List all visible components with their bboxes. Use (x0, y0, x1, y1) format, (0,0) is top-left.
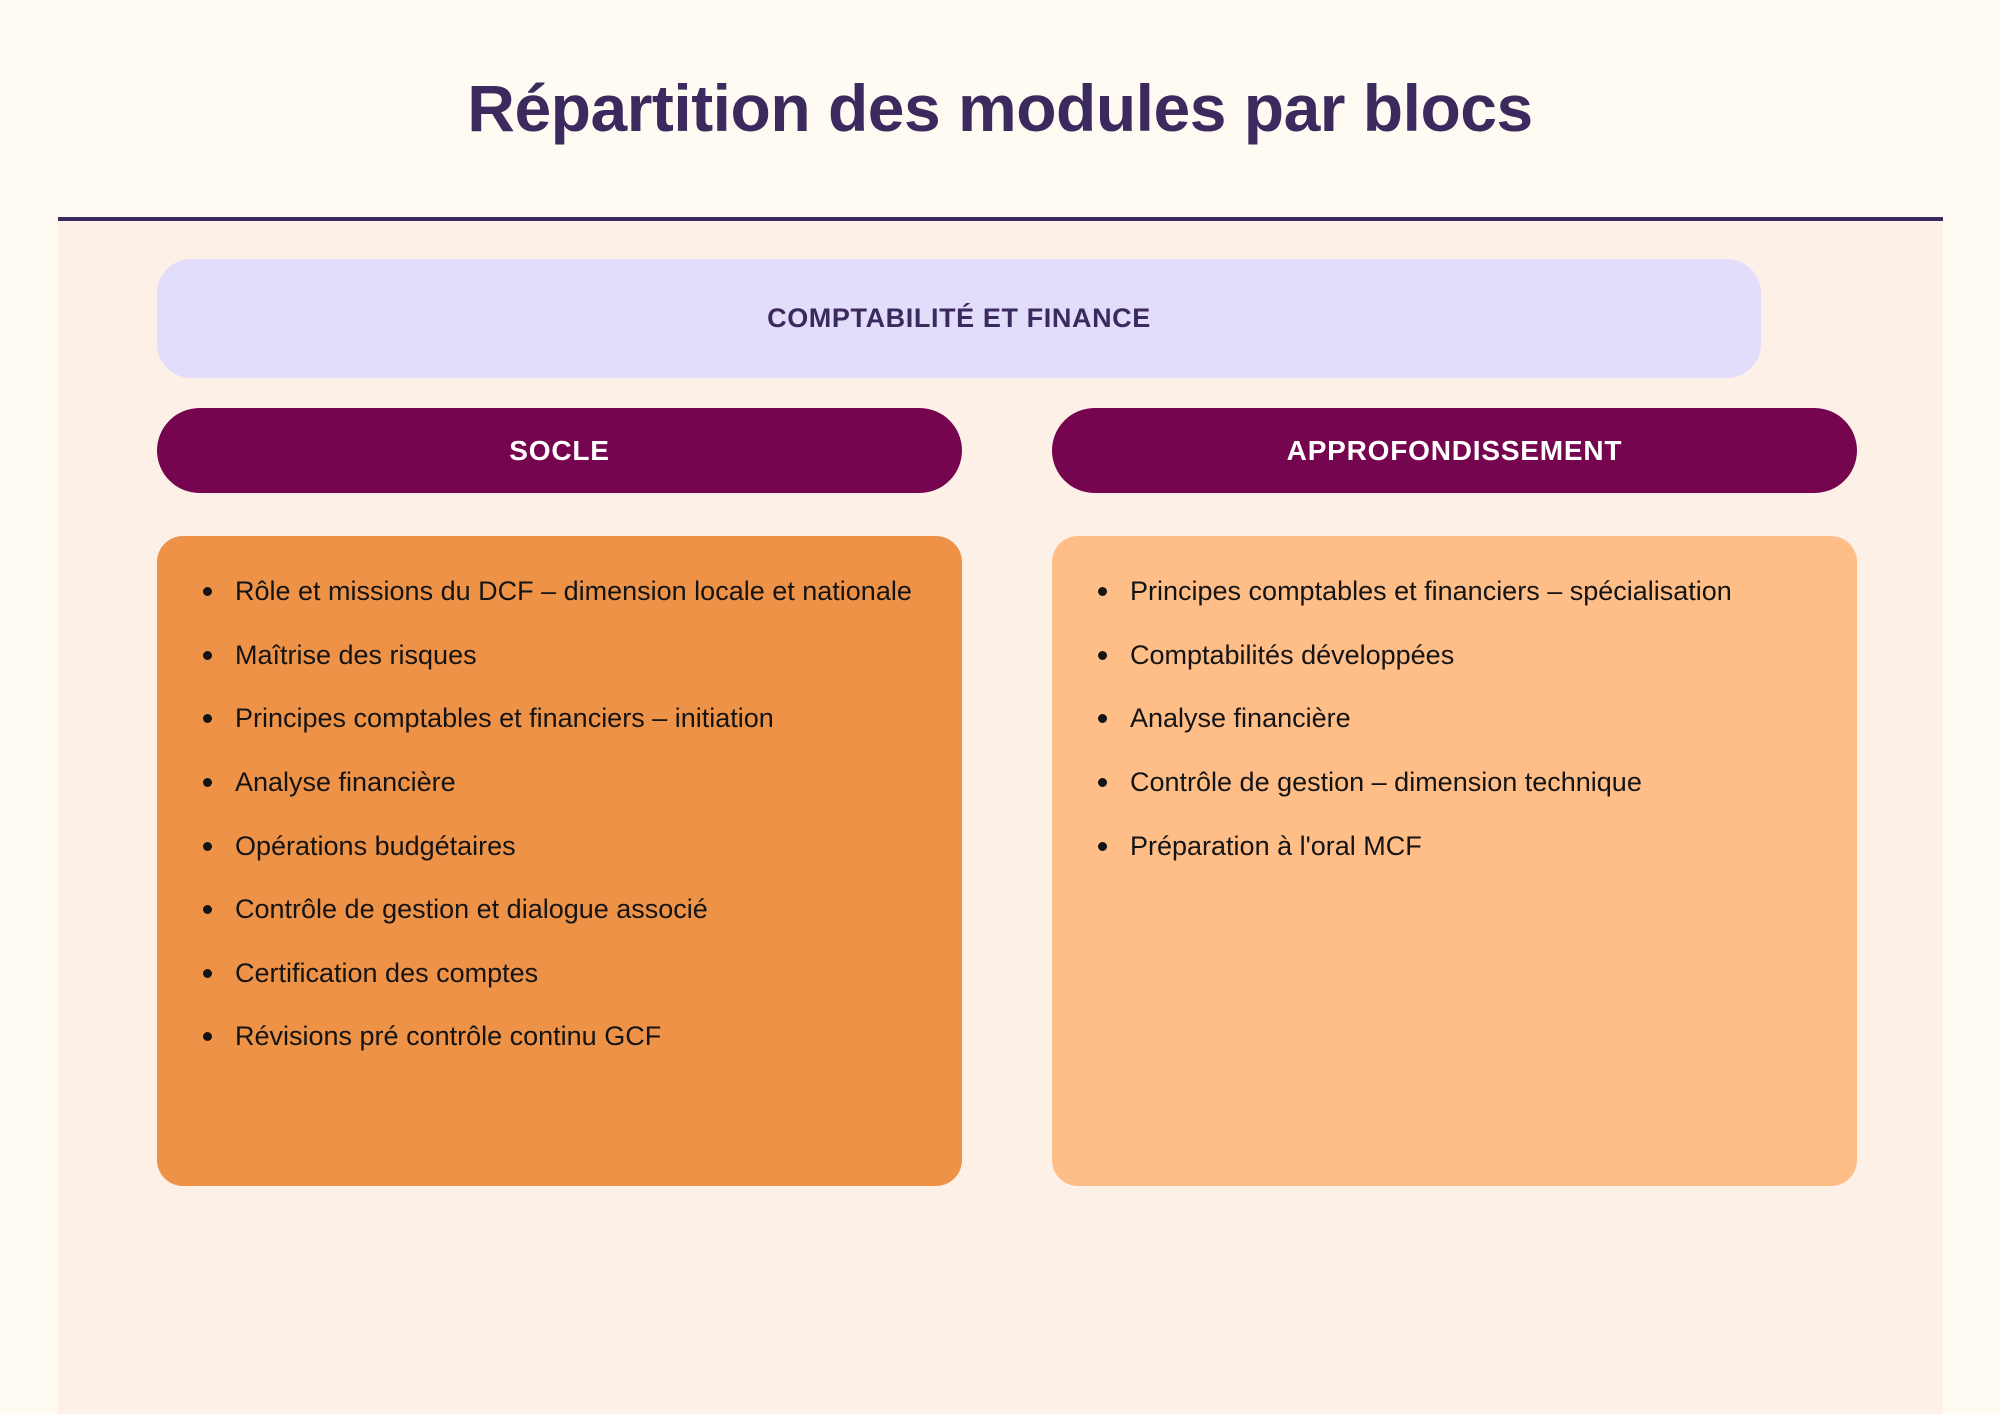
list-item: Opérations budgétaires (193, 829, 922, 865)
list-item: Préparation à l'oral MCF (1088, 829, 1817, 865)
domain-banner: COMPTABILITÉ ET FINANCE (157, 259, 1761, 378)
bullet-icon (1098, 777, 1107, 787)
content-panel: COMPTABILITÉ ET FINANCE SOCLE Rôle et mi… (58, 221, 1943, 1414)
module-label: Opérations budgétaires (235, 830, 516, 861)
domain-banner-label: COMPTABILITÉ ET FINANCE (767, 303, 1151, 333)
list-item: Révisions pré contrôle continu GCF (193, 1019, 922, 1055)
bullet-icon (203, 905, 212, 915)
module-label: Contrôle de gestion et dialogue associé (235, 894, 708, 925)
list-item: Analyse financière (193, 765, 922, 801)
column-body-socle: Rôle et missions du DCF – dimension loca… (157, 536, 962, 1186)
bullet-icon (203, 587, 212, 596)
column-header-approfondissement[interactable]: APPROFONDISSEMENT (1052, 408, 1857, 493)
column-header-label-approfondissement: APPROFONDISSEMENT (1286, 434, 1623, 466)
list-item: Maîtrise des risques (193, 638, 922, 674)
bullet-icon (203, 968, 212, 978)
module-label: Analyse financière (235, 766, 456, 797)
module-label: Certification des comptes (235, 957, 539, 988)
list-item: Certification des comptes (193, 956, 922, 992)
column-header-socle[interactable]: SOCLE (157, 408, 962, 493)
list-item: Comptabilités développées (1088, 638, 1817, 674)
bullet-icon (1098, 587, 1107, 596)
list-item: Principes comptables et financiers – spé… (1088, 574, 1817, 610)
column-header-label-socle: SOCLE (509, 434, 610, 466)
module-label: Principes comptables et financiers – ini… (235, 703, 774, 734)
list-item: Contrôle de gestion – dimension techniqu… (1088, 765, 1817, 801)
title-area: Répartition des modules par blocs (0, 0, 2000, 218)
module-label: Comptabilités développées (1130, 639, 1455, 670)
list-item: Analyse financière (1088, 701, 1817, 737)
module-list-approfondissement: Principes comptables et financiers – spé… (1088, 574, 1817, 864)
module-label: Rôle et missions du DCF – dimension loca… (235, 576, 912, 606)
bullet-icon (1098, 650, 1107, 660)
module-label: Contrôle de gestion – dimension techniqu… (1130, 766, 1642, 797)
column-approfondissement: APPROFONDISSEMENT Principes comptables e… (1052, 408, 1857, 1186)
list-item: Rôle et missions du DCF – dimension loca… (193, 574, 922, 610)
columns-container: SOCLE Rôle et missions du DCF – dimensio… (157, 408, 1943, 1186)
bullet-icon (203, 714, 212, 724)
list-item: Contrôle de gestion et dialogue associé (193, 892, 922, 928)
bullet-icon (1098, 714, 1107, 724)
bullet-icon (203, 777, 212, 787)
module-list-socle: Rôle et missions du DCF – dimension loca… (193, 574, 922, 1055)
module-label: Maîtrise des risques (235, 639, 477, 670)
module-label: Révisions pré contrôle continu GCF (235, 1021, 662, 1052)
module-label: Principes comptables et financiers – spé… (1130, 576, 1732, 606)
column-socle: SOCLE Rôle et missions du DCF – dimensio… (157, 408, 962, 1186)
bullet-icon (203, 841, 212, 851)
list-item: Principes comptables et financiers – ini… (193, 701, 922, 737)
bullet-icon (203, 650, 212, 660)
bullet-icon (1098, 841, 1107, 851)
column-body-approfondissement: Principes comptables et financiers – spé… (1052, 536, 1857, 1186)
module-label: Préparation à l'oral MCF (1130, 830, 1422, 861)
header-divider (58, 217, 1943, 221)
module-label: Analyse financière (1130, 703, 1351, 734)
page-title: Répartition des modules par blocs (467, 71, 1533, 146)
bullet-icon (203, 1032, 212, 1042)
